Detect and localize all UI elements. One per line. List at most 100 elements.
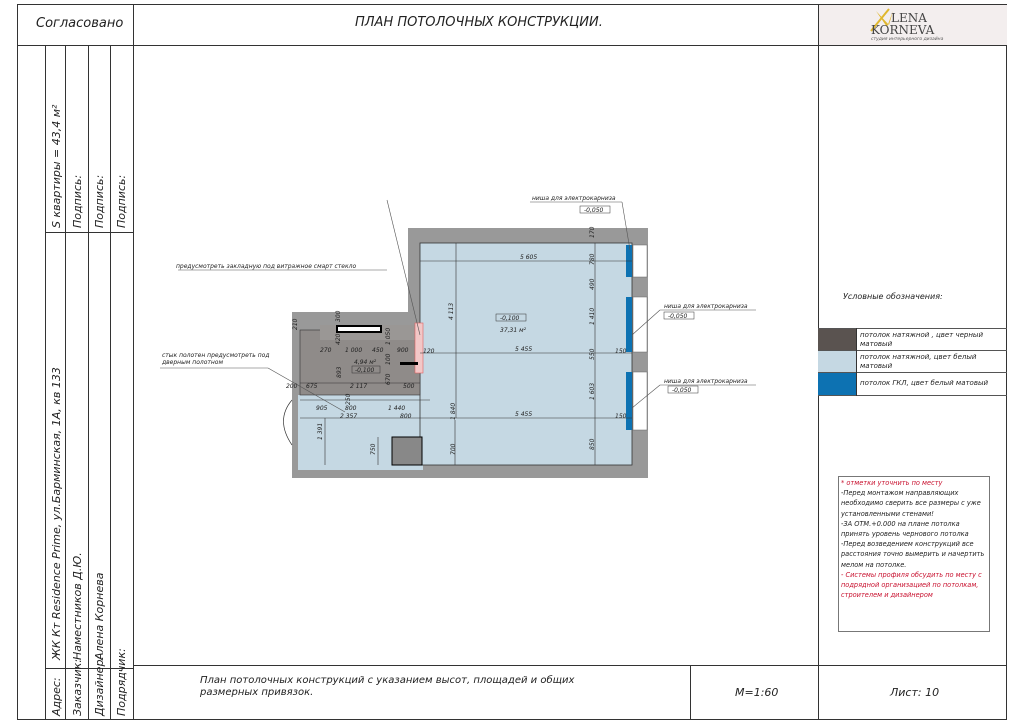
svg-text:900: 900 bbox=[397, 347, 409, 354]
svg-text:-0,050: -0,050 bbox=[668, 313, 688, 320]
gkl-niche bbox=[626, 372, 632, 430]
signature-label: Подпись: bbox=[93, 174, 106, 228]
designer-label: Дизайнер: bbox=[93, 655, 106, 716]
svg-text:780: 780 bbox=[589, 253, 596, 265]
logo: LENA KORNEVA студия интерьерного дизайна bbox=[819, 5, 1007, 45]
apartment-area: S квартиры = 43,4 м² bbox=[50, 104, 63, 228]
svg-text:1 000: 1 000 bbox=[345, 347, 362, 354]
svg-text:5 605: 5 605 bbox=[520, 254, 537, 261]
svg-text:850: 850 bbox=[589, 438, 596, 450]
sheet-number: Лист: 10 bbox=[890, 686, 940, 699]
main-room-ceiling bbox=[419, 242, 633, 466]
legend-swatch bbox=[818, 373, 856, 395]
page-title: ПЛАН ПОТОЛОЧНЫХ КОНСТРУКЦИИ. bbox=[355, 15, 603, 30]
main-room-level: -0,100 bbox=[500, 315, 520, 322]
scale-label: М=1:60 bbox=[735, 686, 779, 699]
drawing-frame bbox=[17, 4, 1007, 720]
legend-swatch bbox=[818, 351, 856, 372]
svg-text:-0,050: -0,050 bbox=[584, 207, 604, 214]
gkl-niche bbox=[626, 297, 632, 352]
svg-text:700: 700 bbox=[450, 443, 457, 455]
notes-box: * отметки уточнить по месту -Перед монта… bbox=[838, 476, 990, 632]
legend-divider bbox=[856, 328, 857, 396]
svg-text:905: 905 bbox=[316, 405, 328, 412]
legend-item: потолок ГКЛ, цвет белый матовый bbox=[818, 372, 1007, 396]
svg-text:420: 420 bbox=[335, 333, 342, 345]
strip-divider bbox=[45, 668, 133, 669]
legend-swatch bbox=[818, 329, 856, 350]
logo-tagline: студия интерьерного дизайна bbox=[871, 37, 944, 42]
svg-text:750: 750 bbox=[370, 443, 377, 455]
svg-text:800: 800 bbox=[345, 405, 357, 412]
svg-text:1 410: 1 410 bbox=[589, 308, 596, 325]
footer-divider-scale bbox=[690, 665, 691, 720]
svg-text:-0,050: -0,050 bbox=[672, 387, 692, 394]
svg-text:1 840: 1 840 bbox=[450, 403, 457, 420]
designer-value: Алена Корнева bbox=[93, 572, 106, 660]
sheet-description: План потолочных конструкций с указанием … bbox=[200, 675, 575, 698]
seam-callout: стык полотен предусмотреть под дверным п… bbox=[162, 352, 270, 366]
note: -ЗА ОТМ.+0.000 на плане потолка принять … bbox=[841, 519, 969, 539]
svg-text:1 440: 1 440 bbox=[388, 405, 405, 412]
svg-text:200: 200 bbox=[286, 383, 298, 390]
svg-text:100: 100 bbox=[385, 353, 392, 365]
footer-divider bbox=[133, 665, 1007, 666]
left-panel-divider bbox=[133, 4, 134, 720]
contractor-label: Подрядчик: bbox=[115, 648, 128, 716]
note: -Перед монтажом направляющих необходимо … bbox=[841, 489, 981, 518]
svg-text:250: 250 bbox=[345, 393, 352, 405]
note: * отметки уточнить по месту bbox=[841, 479, 943, 487]
client-value: Наместников Д.Ю. bbox=[71, 552, 84, 660]
logo-line2: KORNEVA bbox=[871, 23, 935, 37]
svg-text:5 455: 5 455 bbox=[515, 411, 532, 418]
svg-text:120: 120 bbox=[423, 348, 435, 355]
note: -Перед возведением конструкций все расст… bbox=[841, 540, 985, 569]
address-label: Адрес: bbox=[50, 677, 63, 716]
smart-glass-callout: предусмотреть закладную под витражное см… bbox=[176, 263, 356, 270]
svg-text:490: 490 bbox=[589, 278, 596, 290]
strip-line bbox=[88, 45, 89, 720]
svg-text:800: 800 bbox=[400, 413, 412, 420]
svg-text:270: 270 bbox=[320, 347, 332, 354]
svg-text:150: 150 bbox=[615, 413, 627, 420]
logo-mark-icon bbox=[870, 8, 893, 32]
svg-text:500: 500 bbox=[403, 383, 415, 390]
svg-text:1 050: 1 050 bbox=[385, 328, 392, 345]
signature-label: Подпись: bbox=[115, 174, 128, 228]
svg-text:4 113: 4 113 bbox=[448, 303, 455, 320]
niche-callout: ниша для электрокарниза bbox=[664, 303, 748, 310]
svg-text:5 455: 5 455 bbox=[515, 346, 532, 353]
svg-text:2 357: 2 357 bbox=[340, 413, 357, 420]
svg-text:670: 670 bbox=[385, 373, 392, 385]
address-value: ЖК Кт Residence Prime, ул.Барминская, 1А… bbox=[50, 367, 63, 660]
legend-title: Условные обозначения: bbox=[843, 292, 943, 301]
approved-label: Согласовано bbox=[36, 16, 124, 31]
svg-text:150: 150 bbox=[615, 348, 627, 355]
note: - Системы профиля обсудить по месту с по… bbox=[841, 570, 982, 600]
strip-line bbox=[45, 45, 46, 720]
legend-item: потолок натяжной , цвет черный матовый bbox=[818, 328, 1007, 350]
svg-text:550: 550 bbox=[589, 348, 596, 360]
niche-callout: ниша для электрокарниза bbox=[532, 195, 616, 202]
svg-text:1 603: 1 603 bbox=[589, 383, 596, 400]
svg-text:2 117: 2 117 bbox=[350, 383, 367, 390]
svg-text:450: 450 bbox=[372, 347, 384, 354]
logo-line1: LENA bbox=[891, 11, 927, 25]
small-room-area: 4,94 м² bbox=[354, 359, 377, 366]
svg-text:1 391: 1 391 bbox=[317, 423, 324, 440]
smart-glass-zone bbox=[414, 322, 424, 374]
svg-text:170: 170 bbox=[589, 226, 596, 238]
svg-text:210: 210 bbox=[292, 318, 299, 330]
ceiling-plan: 5 605 5 455 5 455 4 113 170 780 490 1 41… bbox=[160, 195, 756, 478]
legend-item: потолок натяжной, цвет белый матовый bbox=[818, 350, 1007, 372]
svg-text:300: 300 bbox=[335, 310, 342, 322]
svg-text:675: 675 bbox=[306, 383, 318, 390]
strip-divider bbox=[45, 232, 133, 233]
client-label: Заказчик: bbox=[71, 658, 84, 716]
small-room-level: -0,100 bbox=[355, 367, 375, 374]
header-divider bbox=[17, 45, 1007, 46]
main-room-area: 37,31 м² bbox=[500, 327, 527, 334]
strip-line bbox=[110, 45, 111, 720]
svg-text:893: 893 bbox=[336, 366, 343, 378]
signature-label: Подпись: bbox=[71, 174, 84, 228]
